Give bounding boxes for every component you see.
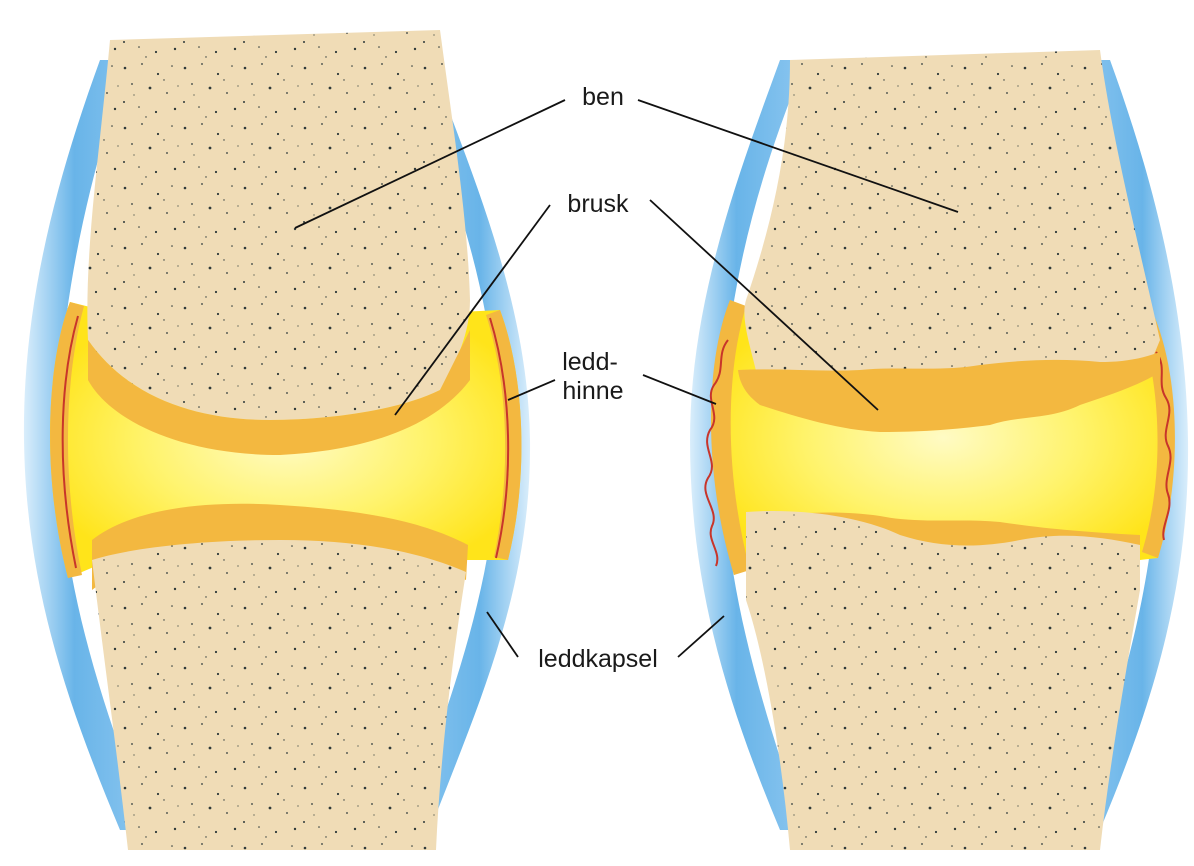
label-synovium: ledd- hinne xyxy=(508,348,716,405)
label-capsule: leddkapsel xyxy=(487,612,724,673)
left-lower-bone xyxy=(92,540,466,850)
label-capsule-text: leddkapsel xyxy=(538,645,658,673)
left-upper-bone xyxy=(87,30,470,420)
label-cartilage-text: brusk xyxy=(567,190,629,218)
damaged-joint-illustration xyxy=(690,50,1188,850)
label-synovium-line2: hinne xyxy=(562,377,623,405)
right-upper-bone xyxy=(744,50,1160,393)
right-lower-bone xyxy=(746,511,1140,850)
label-synovium-line1: ledd- xyxy=(562,348,618,376)
label-bone-text: ben xyxy=(582,83,624,111)
